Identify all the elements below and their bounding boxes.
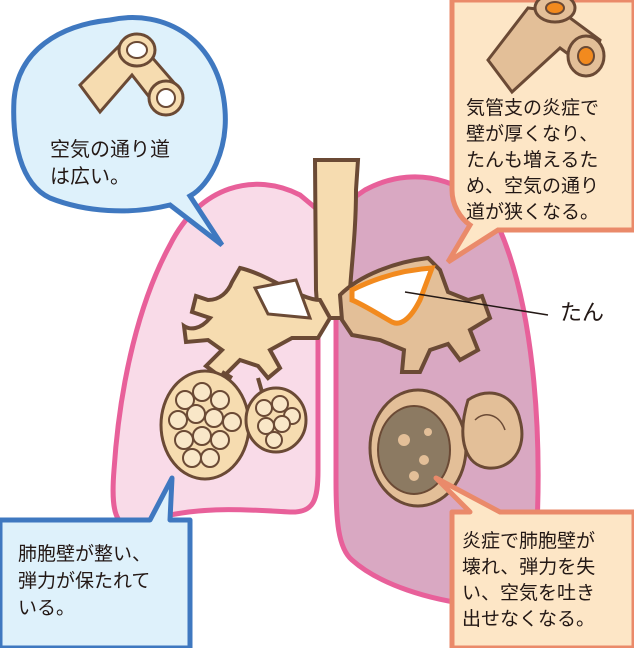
healthy-alveoli-small xyxy=(246,388,306,452)
diseased-alveoli-small xyxy=(463,393,522,468)
healthy-alveoli-caption: 肺胞壁が整い、 弾力が保たれて いる。 xyxy=(18,541,151,622)
diseased-alveoli-caption: 炎症で肺胞壁が 壊れ、弾力を失 い、空気を吐き 出せなくなる。 xyxy=(462,528,595,632)
healthy-airway-caption: 空気の通り道 は広い。 xyxy=(50,136,170,190)
sputum-label: たん xyxy=(560,300,604,327)
diseased-airway-caption: 気管支の炎症で 壁が厚くなり、 たんも増えるた め、空気の通り 道が狭くなる。 xyxy=(466,95,599,225)
